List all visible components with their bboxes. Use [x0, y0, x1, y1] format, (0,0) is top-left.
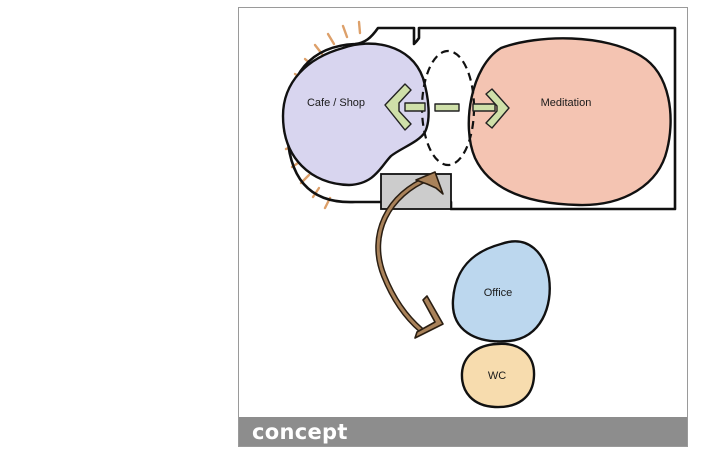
cafe-label: Cafe / Shop — [307, 97, 365, 109]
office-zone — [451, 240, 551, 343]
curved-arrow-head-bottom-icon — [414, 295, 444, 339]
wc-label: WC — [488, 370, 506, 382]
center-dash — [434, 103, 460, 112]
concept-diagram-frame: Cafe / Shop Meditation Office WC concept — [238, 7, 688, 447]
caption-bar: concept — [239, 417, 687, 446]
left-arrow-icon — [384, 83, 412, 131]
left-arrow-shaft — [404, 102, 426, 112]
office-label: Office — [484, 287, 513, 299]
concept-sketch: Cafe / Shop Meditation Office WC — [281, 20, 677, 409]
wc-zone — [460, 342, 536, 409]
right-arrow-shaft — [472, 103, 496, 112]
curved-path-arrow — [375, 171, 444, 339]
caption-text: concept — [252, 420, 348, 444]
flow-arrows — [384, 83, 510, 131]
curved-arrow-head-top-icon — [415, 171, 444, 195]
right-arrow-icon — [485, 88, 510, 129]
meditation-label: Meditation — [541, 97, 592, 109]
meditation-zone — [467, 37, 672, 207]
cafe-zone — [281, 42, 430, 187]
